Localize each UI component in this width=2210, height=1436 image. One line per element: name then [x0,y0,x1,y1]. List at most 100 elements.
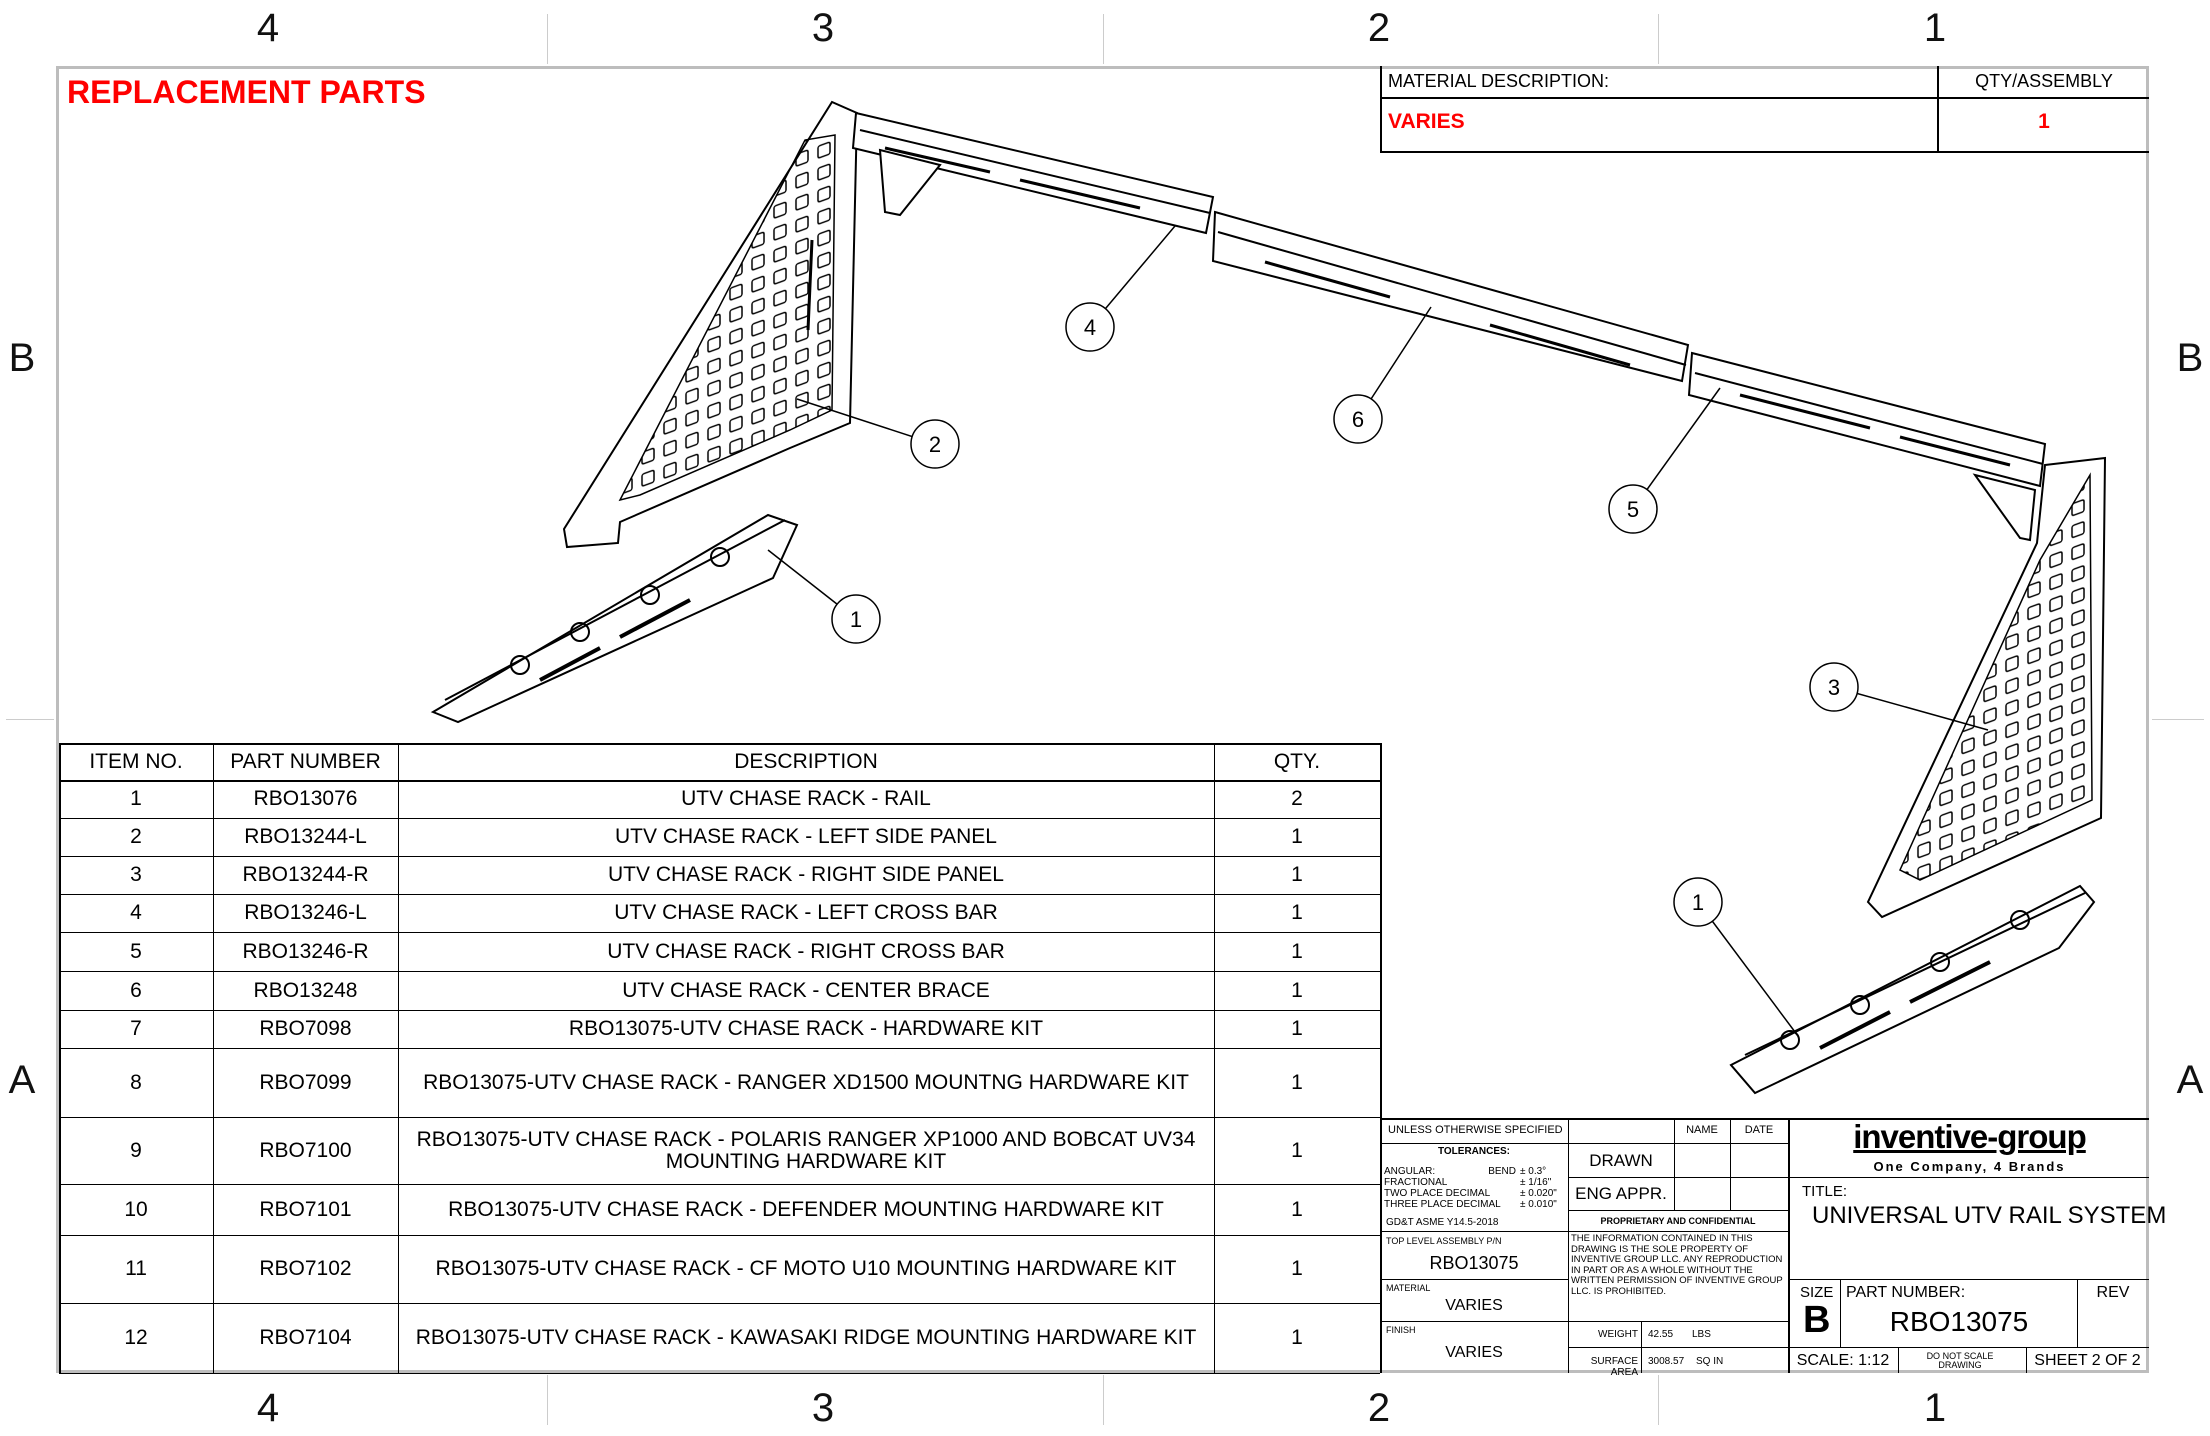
weight-label: WEIGHT [1598,1329,1638,1340]
weight-value: 42.55 [1648,1329,1674,1340]
weight-unit: LBS [1692,1329,1711,1340]
tolerance-sub: BEND [1488,1166,1516,1177]
bom-cell-qty: 1 [1291,825,1303,848]
balloon-1-left [831,594,881,644]
zone-divider [6,719,54,720]
unless-specified-label: UNLESS OTHERWISE SPECIFIED [1388,1124,1563,1136]
date-header: DATE [1744,1124,1774,1136]
balloon-4 [1065,302,1115,352]
zone-top-1: 1 [1923,6,1947,50]
zone-divider [1658,14,1659,64]
bom-cell-part-number: RBO7098 [259,1017,352,1040]
zone-top-4: 4 [256,6,280,50]
do-not-scale-note: DO NOT SCALE DRAWING [1926,1350,1994,1370]
center-brace [1211,210,1690,383]
bom-cell-qty: 1 [1291,978,1303,1002]
tolerance-label: ANGULAR: [1384,1166,1436,1177]
tolerance-value: ± 0.020" [1520,1188,1557,1199]
bom-cell-description: UTV CHASE RACK - LEFT CROSS BAR [614,901,998,924]
scale-label: SCALE: 1:12 [1796,1351,1890,1369]
bom-cell-description: UTV CHASE RACK - RAIL [681,787,931,810]
bom-cell-part-number: RBO13246-R [242,939,369,963]
tolerance-label: TWO PLACE DECIMAL [1384,1188,1491,1199]
zone-divider [1103,1375,1104,1425]
bom-cell-qty: 1 [1291,863,1303,886]
tolerance-list: ANGULAR: BEND ± 0.3°FRACTIONAL± 1/16"TWO P… [1384,1166,1566,1210]
size-value: B [1803,1299,1831,1341]
bom-cell-part-number: RBO7100 [259,1138,352,1162]
zone-bottom-1: 1 [1923,1386,1947,1430]
zone-left-a: A [8,1058,36,1102]
bom-cell-part-number: RBO13246-L [244,901,367,924]
balloon-1-left-label: 1 [850,607,862,632]
bom-cell-part-number: RBO13244-R [242,863,369,886]
material-value: VARIES [1445,1297,1503,1314]
tolerances-label: TOLERANCES: [1437,1146,1511,1157]
zone-bottom-2: 2 [1367,1386,1391,1430]
bom-cell-qty: 1 [1291,1138,1303,1162]
surface-area-unit: SQ IN [1696,1356,1724,1367]
bom-cell-description: UTV CHASE RACK - RIGHT SIDE PANEL [608,863,1004,886]
eng-appr-label: ENG APPR. [1575,1184,1667,1203]
surface-area-label: SURFACE AREA [1590,1356,1638,1378]
tolerance-label: FRACTIONAL [1384,1177,1448,1188]
tolerance-label: THREE PLACE DECIMAL [1384,1199,1501,1210]
qty-assembly-label: QTY/ASSEMBLY [1975,71,2113,91]
balloon-5-label: 5 [1627,497,1639,522]
bom-cell-description: RBO13075-UTV CHASE RACK - DEFENDER MOUNT… [448,1197,1164,1221]
bom-cell-part-number: RBO13248 [253,978,358,1002]
bom-cell-item-no: 6 [130,978,142,1002]
balloon-5 [1608,484,1658,534]
zone-left-b: B [8,336,36,380]
zone-divider [547,1375,548,1425]
zone-bottom-3: 3 [811,1386,835,1430]
bom-cell-description: UTV CHASE RACK - CENTER BRACE [622,978,990,1002]
bom-header-item-no: ITEM NO. [89,749,183,773]
rev-label: REV [2096,1284,2130,1301]
tolerance-value: ± 0.010" [1520,1199,1557,1210]
tolerance-line: FRACTIONAL± 1/16" [1384,1177,1566,1188]
tolerance-value: ± 0.3° [1520,1166,1547,1177]
name-header: NAME [1686,1124,1718,1136]
bom-cell-description: RBO13075-UTV CHASE RACK - RANGER XD1500 … [423,1070,1189,1094]
zone-bottom-4: 4 [256,1386,280,1430]
top-level-assembly-value: RBO13075 [1429,1253,1519,1273]
zone-top-2: 2 [1367,6,1391,50]
material-description-label: MATERIAL DESCRIPTION: [1388,71,1610,91]
bom-cell-part-number: RBO7102 [259,1257,352,1280]
sheet-number: SHEET 2 OF 2 [2034,1351,2141,1369]
right-cross-bar [1687,351,2047,542]
proprietary-label: PROPRIETARY AND CONFIDENTIAL [1600,1216,1756,1226]
bom-cell-qty: 1 [1291,1197,1303,1221]
bom-cell-qty: 1 [1291,1257,1303,1280]
bom-cell-qty: 1 [1291,1070,1303,1094]
bom-cell-item-no: 9 [130,1138,142,1162]
left-rail [430,513,799,724]
bom-header-description: DESCRIPTION [734,749,878,773]
balloon-4-label: 4 [1084,315,1096,340]
balloon-2 [910,419,960,469]
bom-cell-item-no: 3 [130,863,142,886]
drawing-border [56,66,2149,1373]
bom-cell-qty: 1 [1291,1017,1303,1040]
bom-cell-part-number: RBO13244-L [244,825,367,848]
left-cross-bar [851,111,1215,235]
finish-value: VARIES [1445,1344,1503,1361]
drawing-title: UNIVERSAL UTV RAIL SYSTEM [1812,1202,2167,1229]
bom-cell-qty: 1 [1291,939,1303,963]
balloon-3-label: 3 [1828,675,1840,700]
bom-cell-part-number: RBO7099 [259,1070,352,1094]
bom-cell-qty: 1 [1291,901,1303,924]
company-tagline: One Company, 4 Brands [1873,1159,2066,1174]
right-side-panel [1866,456,2107,919]
bom-cell-qty: 2 [1291,787,1303,810]
zone-right-a: A [2176,1058,2204,1102]
bom-header-part-number: PART NUMBER [230,749,381,773]
part-number-label: PART NUMBER: [1846,1284,1966,1301]
zone-divider [1103,14,1104,64]
bom-cell-item-no: 4 [130,901,142,924]
zone-divider [547,14,548,64]
balloon-2-label: 2 [929,432,941,457]
balloon-6 [1333,394,1383,444]
